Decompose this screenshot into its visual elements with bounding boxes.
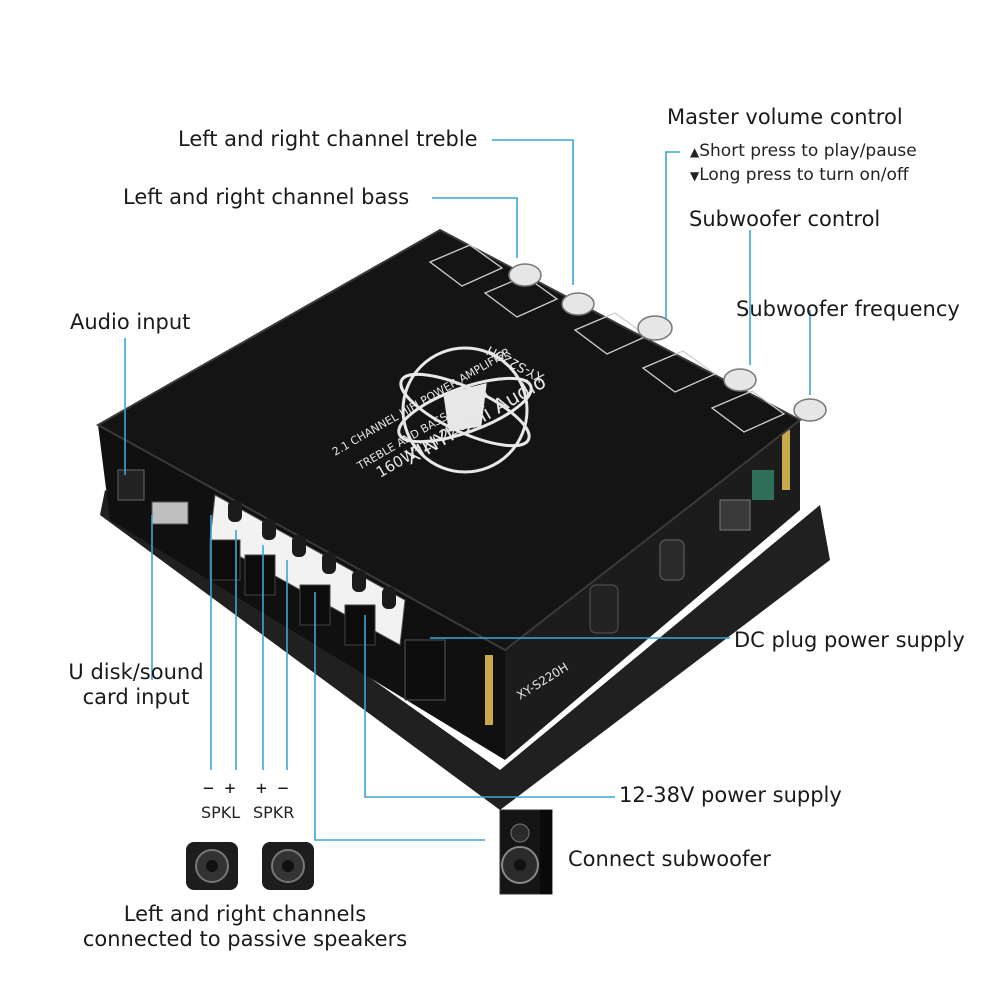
screw-terminal (344, 604, 376, 646)
label-short-press: ▲Short press to play/pause (690, 143, 917, 160)
screw-terminal (209, 539, 241, 581)
subwoofer-icon (499, 809, 553, 895)
right-speaker-icon (262, 842, 314, 890)
dc-jack (404, 639, 446, 701)
spkl-signs: − + (203, 778, 236, 799)
terminal-slot (352, 570, 366, 592)
label-udisk-line1: U disk/sound (68, 660, 204, 684)
treble-icon-box (428, 244, 504, 287)
inductor (719, 499, 751, 531)
label-dc-plug: DC plug power supply (734, 628, 965, 652)
leader-12-38v (364, 615, 615, 798)
standoff (485, 655, 493, 725)
label-master-volume: Master volume control (667, 105, 903, 129)
screw-terminal (244, 554, 276, 596)
label-subwoofer-control: Subwoofer control (689, 207, 881, 231)
leader-bass (432, 197, 518, 258)
logo-emblem (397, 346, 533, 474)
terminal-slot (382, 587, 396, 609)
label-passive-line2: connected to passive speakers (82, 927, 408, 951)
leader-subwoofer-out (314, 592, 485, 841)
master-volume-knob (637, 315, 673, 341)
label-treble: Left and right channel treble (178, 127, 478, 151)
terminal-slot (292, 535, 306, 557)
label-long-press: ▼Long press to turn on/off (690, 167, 909, 184)
left-speaker-icon (186, 842, 238, 890)
standoff (782, 430, 790, 490)
terminal-slot (228, 500, 242, 522)
usb-port (151, 501, 189, 525)
label-bass: Left and right channel bass (123, 185, 410, 209)
treble-knob (508, 263, 542, 287)
label-subwoofer-frequency: Subwoofer frequency (736, 297, 960, 321)
freq-icon-box (710, 390, 786, 433)
lower-pcb (100, 490, 830, 810)
spkl-label: SPKL (201, 803, 241, 822)
spkr-label: SPKR (253, 803, 295, 822)
terminal-slot (322, 552, 336, 574)
short-press-text: Short press to play/pause (699, 141, 917, 161)
bass-knob (561, 292, 595, 316)
label-passive-speakers: Left and right channels connected to pas… (40, 902, 450, 952)
terminal-slot (262, 518, 276, 540)
label-udisk-line2: card input (82, 685, 190, 709)
sub-icon-box (641, 350, 717, 393)
triangle-down-icon: ▼ (690, 169, 700, 183)
spkr-signs: + − (256, 778, 289, 799)
leader-treble (492, 139, 574, 285)
label-udisk: U disk/sound card input (56, 660, 216, 710)
leader-master-volume (665, 151, 680, 320)
capacitor (589, 584, 619, 634)
aux-jack (117, 469, 145, 501)
label-audio-input: Audio input (70, 310, 191, 334)
label-12-38v: 12-38V power supply (619, 783, 842, 807)
capacitor (659, 539, 685, 581)
inductor (752, 470, 774, 500)
label-connect-subwoofer: Connect subwoofer (568, 847, 771, 871)
triangle-up-icon: ▲ (690, 145, 700, 159)
label-passive-line1: Left and right channels (123, 902, 367, 926)
long-press-text: Long press to turn on/off (699, 165, 909, 185)
board-top-plate (95, 228, 802, 652)
frequency-knob (793, 398, 827, 422)
subwoofer-knob (723, 368, 757, 392)
